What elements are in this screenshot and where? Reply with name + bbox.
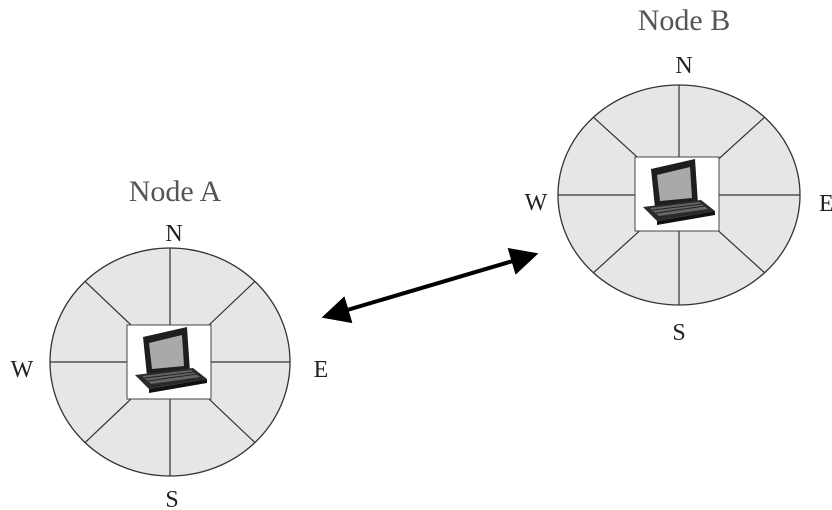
node-a[interactable]: Node A N S E W [11,175,329,510]
double-arrow-icon [321,247,539,324]
node-b-west-label: W [525,190,548,216]
node-a-north-label: N [165,221,182,247]
node-a-south-label: S [165,487,178,510]
node-b-north-label: N [675,53,692,79]
node-b-east-label: E [819,191,832,217]
node-b[interactable]: Node B N S E W [525,4,832,346]
node-a-west-label: W [11,357,34,383]
node-a-title: Node A [129,175,222,208]
node-b-title: Node B [638,4,731,37]
node-a-laptop-icon [126,324,212,400]
node-a-east-label: E [314,357,329,383]
node-b-laptop-icon [634,156,720,232]
node-b-south-label: S [672,320,685,346]
